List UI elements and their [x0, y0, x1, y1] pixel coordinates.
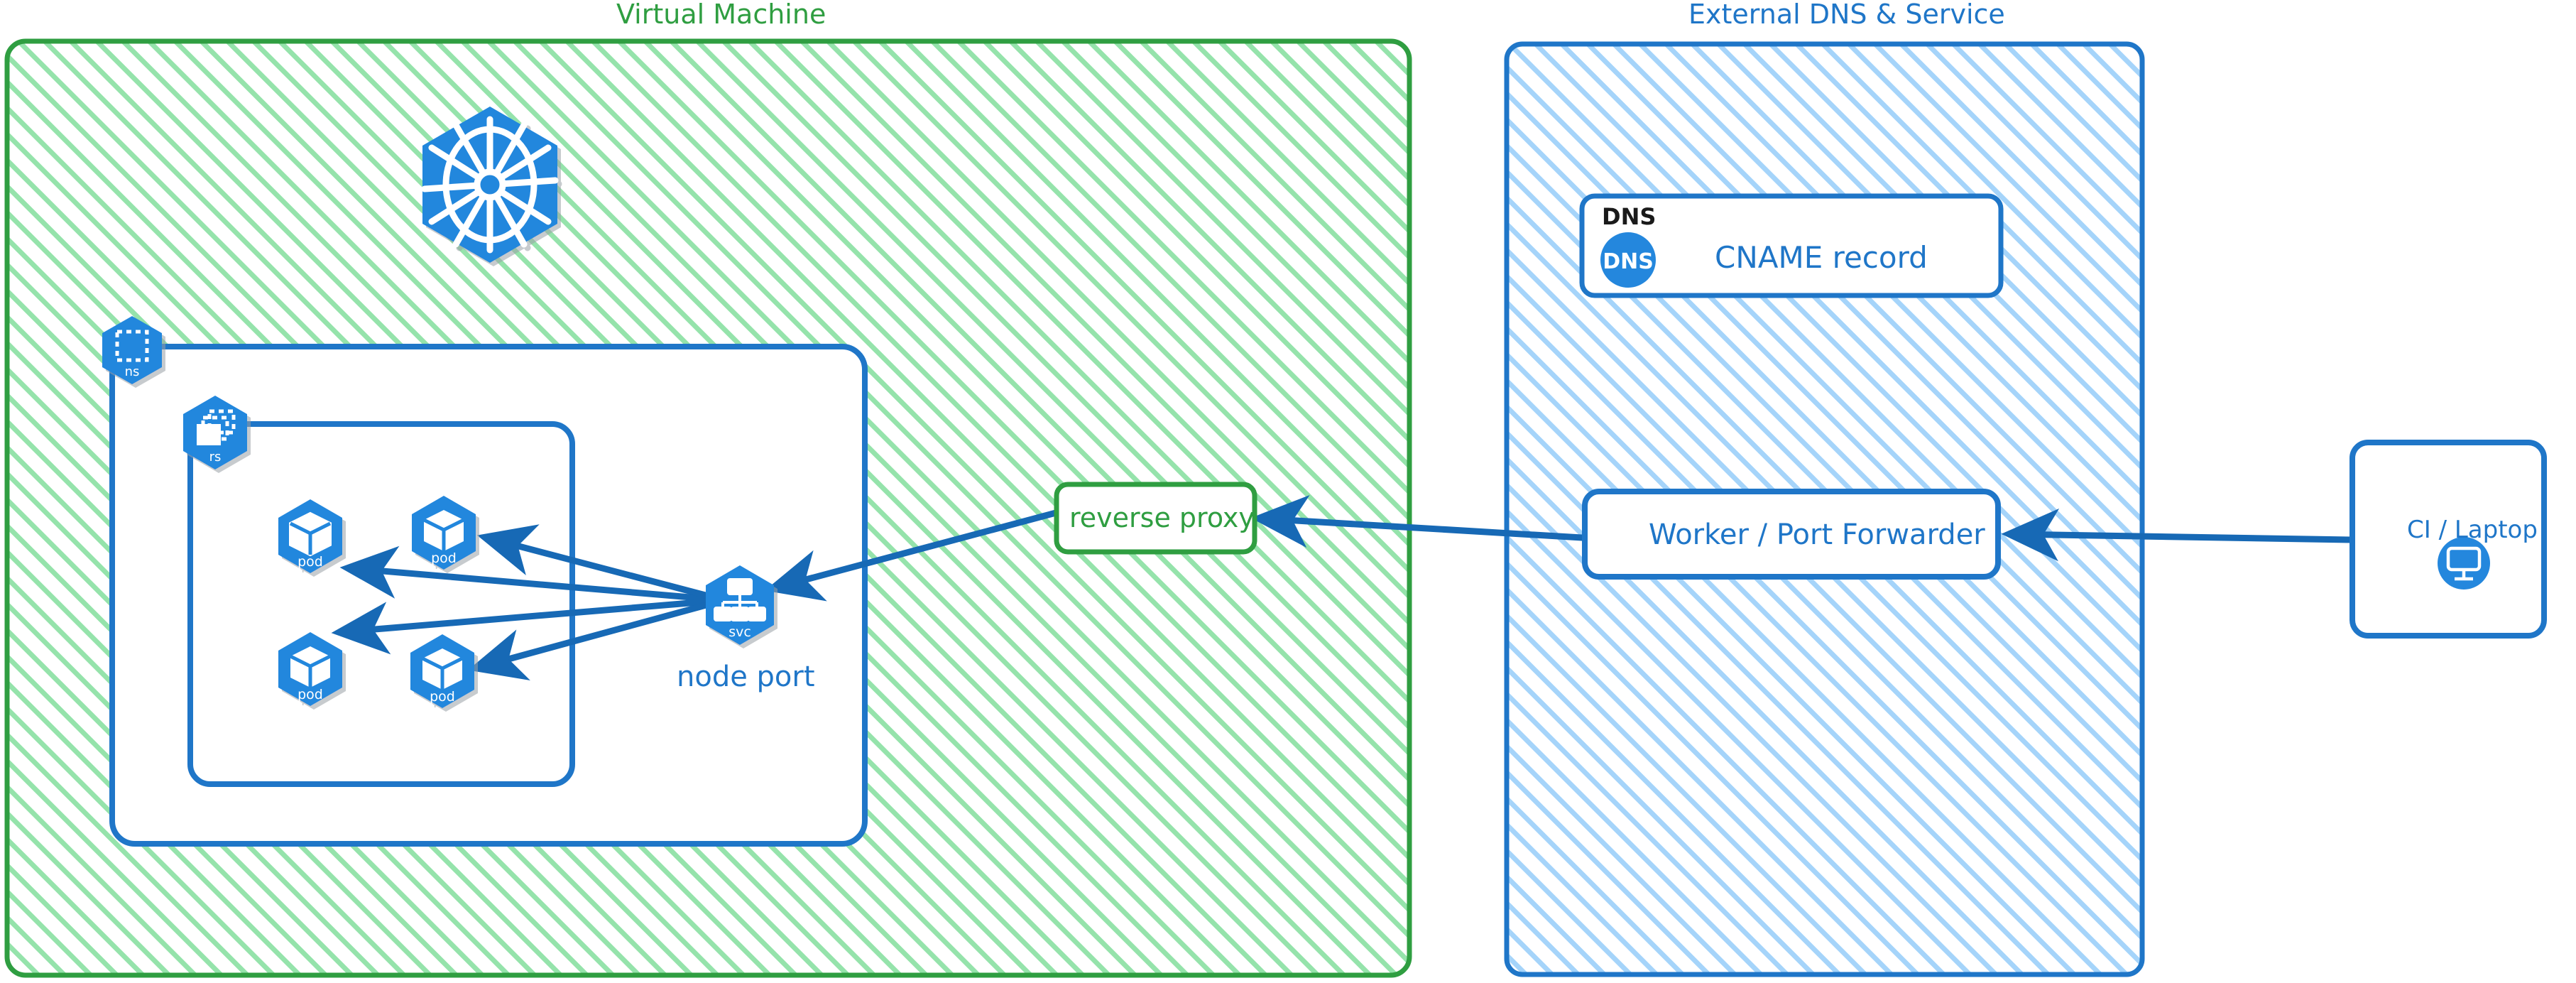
pod-2: pod: [412, 496, 476, 570]
pod-cube-icon: [422, 510, 465, 551]
service-badge-text: svc: [728, 624, 751, 640]
pod-cube-icon: [421, 648, 464, 690]
pod-badge-text: pod: [298, 687, 323, 702]
namespace-badge-text: ns: [125, 364, 140, 379]
edge-worker-to-reverse-proxy: [1250, 494, 1586, 548]
edge-service-to-pod-1: [339, 545, 728, 604]
cname-record-label: CNAME record: [1715, 240, 1928, 275]
virtual-machine-title: Virtual Machine: [616, 0, 826, 30]
dns-corner-label: DNS: [1602, 203, 1657, 230]
pod-badge-text: pod: [298, 554, 323, 570]
pod-badge-text: pod: [431, 550, 457, 566]
namespace-dashed-box: [115, 330, 149, 362]
dns-circle-badge-text: DNS: [1603, 249, 1654, 274]
dns-card-node[interactable]: DNS: [1579, 193, 2004, 298]
node-port-label: node port: [677, 661, 815, 693]
edge-service-to-pod-4: [467, 597, 728, 681]
external-dns-title: External DNS & Service: [1688, 0, 2005, 30]
client-label: CI / Laptop: [2407, 516, 2538, 544]
dns-card-box[interactable]: [1579, 193, 2004, 298]
client-node[interactable]: [2349, 440, 2547, 639]
pod-1: pod: [278, 499, 342, 573]
worker-port-forwarder-label: Worker / Port Forwarder: [1649, 518, 1985, 551]
pod-cube-icon: [289, 646, 332, 688]
dns-circle-icon: [1600, 232, 1656, 288]
edge-service-to-pod-2: [476, 524, 728, 604]
pod-3: pod: [278, 632, 342, 706]
service-tree-icon: [714, 578, 766, 621]
worker-port-forwarder-node[interactable]: [1582, 489, 2001, 580]
reverse-proxy-node[interactable]: [1054, 482, 1257, 555]
edge-reverse-proxy-to-service: [764, 509, 1059, 602]
replicaset-stacked-boxes: [197, 409, 236, 445]
edge-service-to-pod-3: [331, 597, 728, 655]
k8s-replicaset-icon: rs: [183, 396, 247, 469]
client-box[interactable]: [2349, 440, 2547, 639]
desktop-monitor-icon: [2438, 537, 2490, 590]
reverse-proxy-label: reverse proxy: [1069, 502, 1255, 533]
worker-port-forwarder-box[interactable]: [1582, 489, 2001, 580]
replicaset-badge-text: rs: [209, 450, 222, 465]
edges: [331, 494, 2356, 681]
edge-client-to-worker: [2001, 509, 2356, 562]
pod-badge-text: pod: [430, 689, 455, 705]
pod-cube-icon: [289, 511, 332, 557]
reverse-proxy-box[interactable]: [1054, 482, 1257, 555]
replicaset-container: [187, 421, 575, 787]
k8s-service-icon: svc: [706, 565, 774, 645]
pod-4: pod: [410, 634, 474, 708]
k8s-namespace-icon: ns: [102, 316, 162, 384]
kubernetes-logo-icon: [421, 107, 559, 263]
